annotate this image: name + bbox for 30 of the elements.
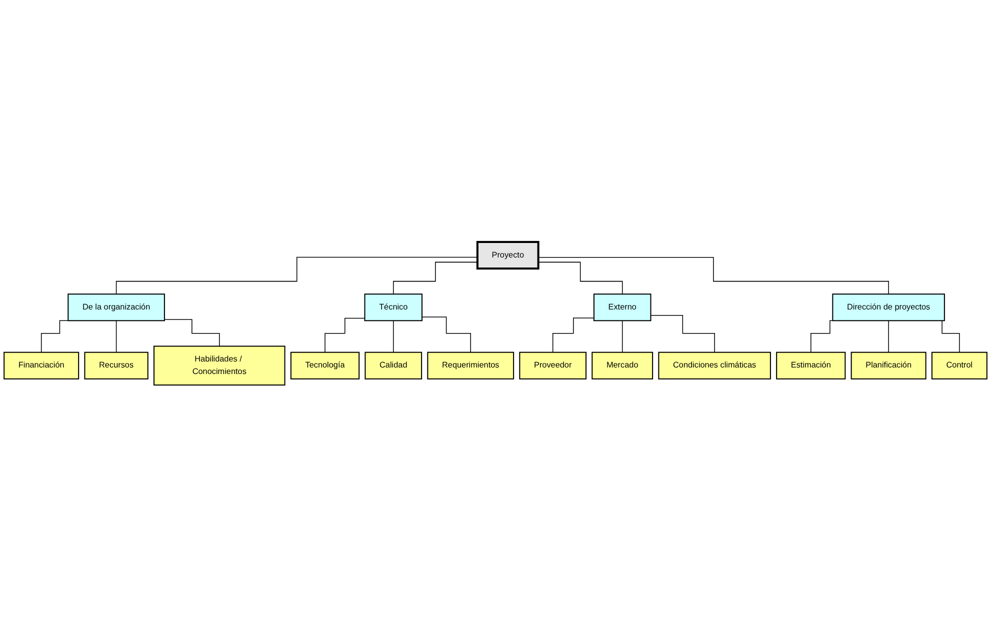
node-box: Proveedor xyxy=(519,352,587,380)
node-box: Calidad xyxy=(364,352,422,380)
connector xyxy=(393,262,478,294)
node-box: Técnico xyxy=(364,294,422,322)
connector xyxy=(622,320,623,353)
node-box: Mercado xyxy=(592,352,654,380)
connector xyxy=(422,316,471,353)
node-box: Proyecto xyxy=(476,240,540,270)
connector xyxy=(164,319,220,347)
connector xyxy=(650,315,715,353)
connector xyxy=(116,256,478,294)
node-box: Requerimientos xyxy=(427,352,514,380)
connector xyxy=(324,318,366,353)
node-box: Recursos xyxy=(84,352,148,380)
connector xyxy=(538,256,889,294)
node-box: Externo xyxy=(593,294,652,322)
node-box: Estimación xyxy=(776,352,846,380)
connector xyxy=(393,320,394,353)
connector xyxy=(538,262,623,294)
connector xyxy=(888,320,889,353)
node-box: Tecnología xyxy=(290,352,360,380)
connector xyxy=(552,318,594,353)
node-box: Financiación xyxy=(4,352,80,380)
node-box: Control xyxy=(931,352,988,380)
node-box: Planificación xyxy=(850,352,926,380)
connector xyxy=(116,320,117,353)
node-box: Dirección de proyectos xyxy=(832,294,945,322)
node-box: Condiciones climáticas xyxy=(658,352,771,380)
node-box: Habilidades / Conocimientos xyxy=(154,346,286,386)
node-box: De la organización xyxy=(68,294,165,322)
